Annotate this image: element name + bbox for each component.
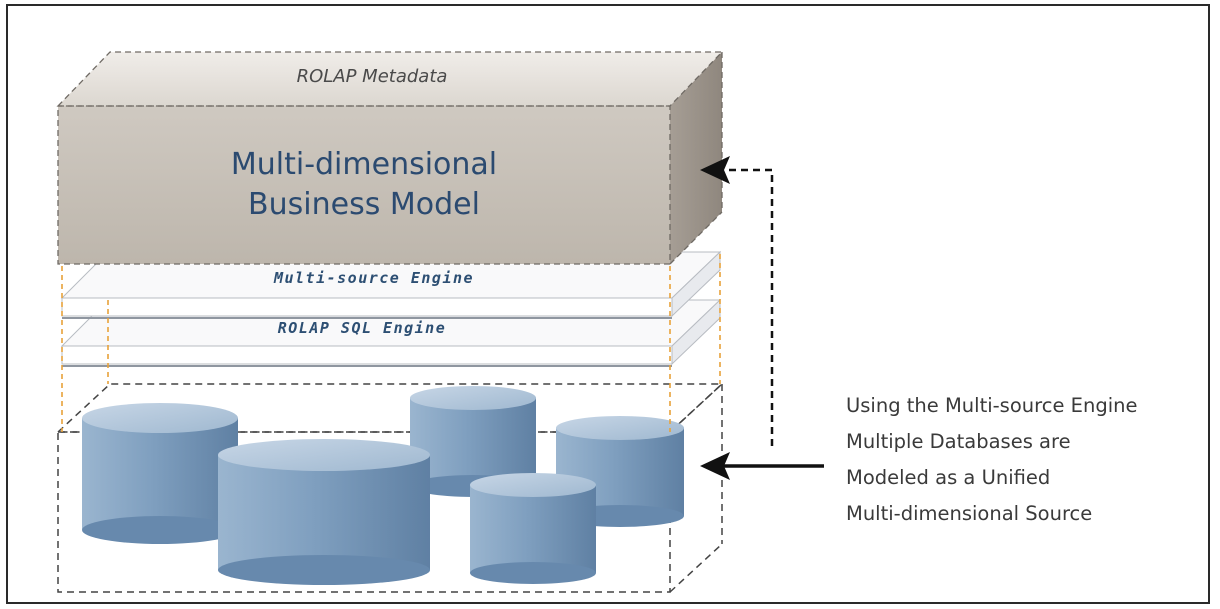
caption-line-2: Multiple Databases are — [846, 430, 1071, 453]
database-cylinder-1 — [82, 403, 238, 544]
database-cylinder-4 — [218, 439, 430, 585]
caption-line-3: Modeled as a Unified — [846, 466, 1051, 489]
caption-line-1: Using the Multi-source Engine — [846, 394, 1138, 417]
solid-arrow — [700, 452, 824, 480]
database-cylinder-5 — [470, 473, 596, 584]
dashed-return-arrow — [700, 156, 774, 446]
business-model-block — [56, 51, 724, 265]
model-title-line1: Multi-dimensional — [231, 147, 497, 182]
caption: Using the Multi-source Engine Multiple D… — [846, 388, 1206, 532]
engine-label-rolap-sql: ROLAP SQL Engine — [278, 319, 447, 337]
metadata-label: ROLAP Metadata — [297, 66, 448, 87]
engine-label-multisource: Multi-source Engine — [273, 269, 474, 287]
database-cylinders — [82, 386, 684, 585]
orange-guide-lines — [61, 254, 721, 432]
database-container — [56, 383, 724, 593]
caption-line-4: Multi-dimensional Source — [846, 502, 1093, 525]
model-title-line2: Business Model — [248, 187, 480, 222]
